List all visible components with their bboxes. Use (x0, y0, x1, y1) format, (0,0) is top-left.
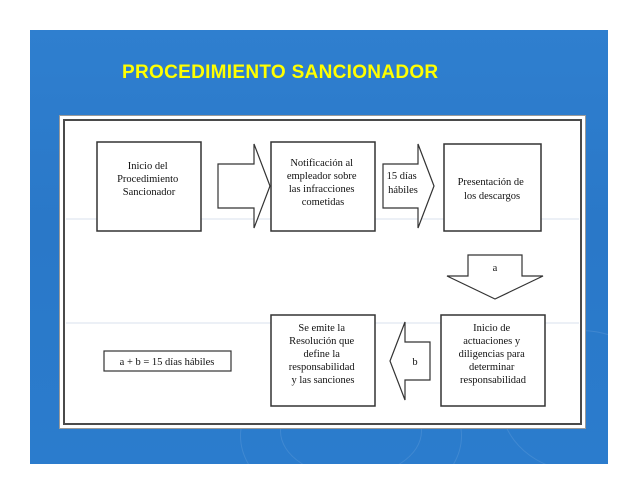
arrow-right-2-label: 15 días hábiles (387, 171, 420, 196)
box-presentacion: Presentación de los descargos (443, 143, 542, 232)
slide-title: PROCEDIMIENTO SANCIONADOR (122, 62, 439, 83)
arrow-right-2: 15 días hábiles (382, 143, 435, 229)
arrow-left-b-label: b (412, 357, 417, 368)
diagram-frame (63, 119, 582, 425)
box-actuaciones: Inicio de actuaciones y diligencias para… (440, 314, 546, 407)
arrow-right-1 (217, 143, 271, 229)
flow-diagram: Inicio del Procedimiento Sancionador Not… (66, 141, 579, 407)
slide-background: PROCEDIMIENTO SANCIONADOR Inicio del Pro… (30, 30, 608, 464)
box-inicio-text: Inicio del Procedimiento Sancionador (117, 161, 181, 198)
box-presentacion-text: Presentación de los descargos (458, 177, 527, 202)
arrow-down-a-label: a (493, 263, 498, 274)
arrow-down-a: a (446, 254, 544, 300)
box-notificacion-text: Notificación al empleador sobre las infr… (287, 158, 359, 208)
box-resolucion: Se emite la Resolución que define la res… (270, 314, 376, 407)
box-notificacion: Notificación al empleador sobre las infr… (270, 141, 376, 232)
box-formula: a + b = 15 días hábiles (103, 350, 232, 372)
arrow-left-b: b (389, 321, 431, 401)
box-formula-text: a + b = 15 días hábiles (120, 357, 215, 368)
box-resolucion-text: Se emite la Resolución que define la res… (289, 323, 358, 386)
diagram-panel: Inicio del Procedimiento Sancionador Not… (59, 115, 586, 429)
box-inicio: Inicio del Procedimiento Sancionador (96, 141, 202, 232)
box-actuaciones-text: Inicio de actuaciones y diligencias para… (459, 323, 528, 386)
